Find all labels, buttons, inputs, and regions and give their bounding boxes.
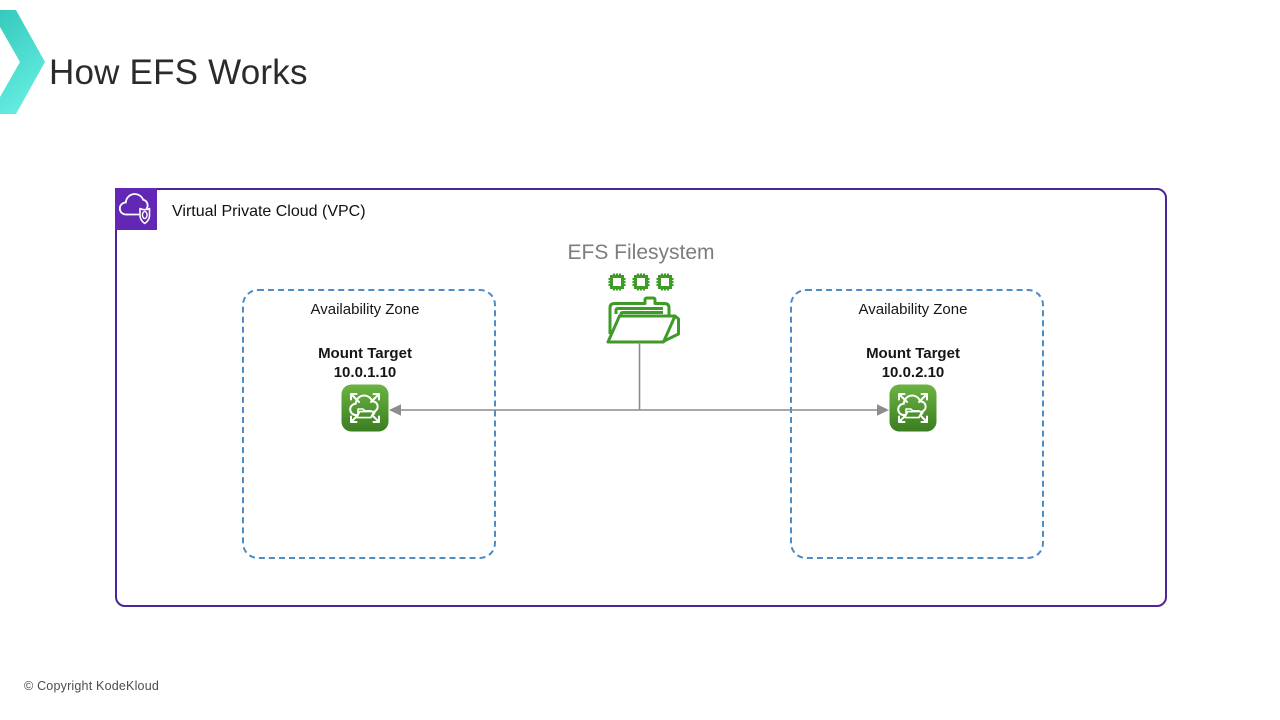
mount-target-ip: 10.0.1.10 — [333, 364, 397, 381]
availability-zone-right-content: Availability Zone Mount Target 10.0.2.10 — [788, 287, 1038, 553]
copyright-footer: © Copyright KodeKloud — [24, 679, 160, 693]
mount-target-title: Mount Target — [318, 345, 412, 362]
mount-target-title: Mount Target — [866, 345, 960, 362]
availability-zone-left-content: Availability Zone Mount Target 10.0.1.10 — [240, 287, 490, 553]
az-label: Availability Zone — [310, 301, 420, 318]
availability-zone-left — [242, 289, 496, 559]
vpc-label: Virtual Private Cloud (VPC) — [172, 203, 366, 220]
efs-filesystem-icon — [599, 272, 683, 349]
efs-filesystem-label: EFS Filesystem — [567, 241, 715, 264]
page-title: How EFS Works — [49, 53, 308, 92]
kodekloud-logo-icon — [0, 10, 46, 119]
mount-target-icon — [889, 384, 937, 437]
mount-target-icon — [341, 384, 389, 437]
availability-zone-right — [790, 289, 1044, 559]
mount-target-ip: 10.0.2.10 — [881, 364, 945, 381]
vpc-icon — [115, 188, 157, 230]
az-label: Availability Zone — [858, 301, 968, 318]
vpc-container: Virtual Private Cloud (VPC) EFS Filesyst… — [115, 188, 1167, 607]
